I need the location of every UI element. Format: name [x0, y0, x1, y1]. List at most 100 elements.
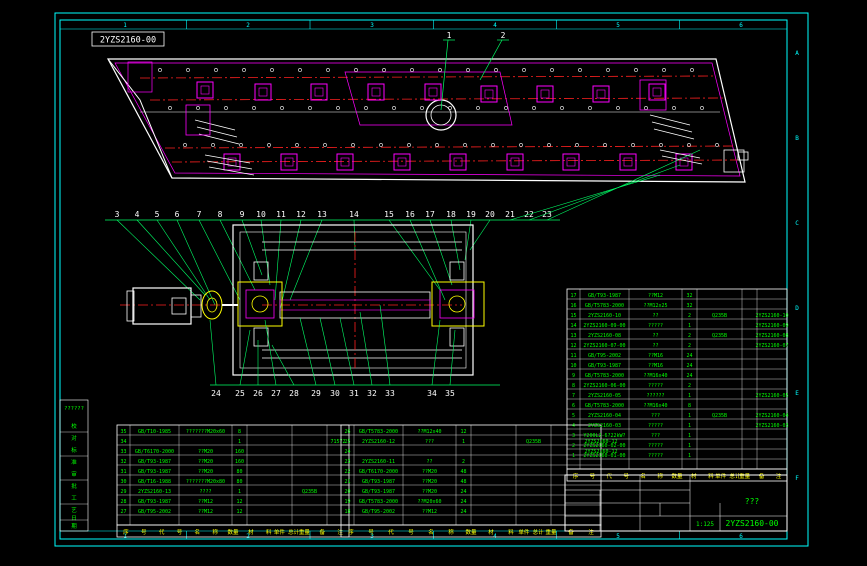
bom-cell: GB/T6170-2000	[359, 469, 398, 475]
bom-cell: GB/T5783-2000	[585, 303, 624, 309]
title-block-scale: 1:125	[696, 521, 714, 528]
bom-cell: ??M20	[198, 469, 213, 475]
fastener-hole	[476, 106, 480, 110]
clamp-block	[223, 153, 241, 171]
spring-support-right	[639, 79, 703, 165]
fastener-hole	[438, 68, 442, 72]
title-block-number: 2YZS2160-00	[726, 519, 779, 528]
bom-cell: 30	[120, 479, 126, 485]
callout-number: 32	[367, 389, 377, 398]
bom-cell: ??M12x25	[643, 303, 667, 309]
bom-header-cell: 备	[319, 528, 325, 536]
approval-stamp-label: 期	[71, 523, 77, 530]
callout-number: 34	[427, 389, 437, 398]
bom-cell: 19	[344, 499, 350, 505]
bom-header-cell: 称	[448, 528, 454, 536]
clamp-block	[449, 153, 467, 171]
bom-header-cell: 代	[607, 472, 613, 480]
callout-number: 13	[317, 210, 327, 219]
outer-frame	[54, 12, 809, 547]
bom-header-cell: 代	[388, 528, 394, 536]
fastener-hole	[242, 68, 246, 72]
callout-number: 9	[240, 210, 245, 219]
bom-cell: 1	[688, 453, 691, 459]
title-block: ??? 2YZS2160-00 1:125	[564, 474, 788, 532]
bom-cell: 18	[344, 509, 350, 515]
bom-cell: ??M20	[422, 469, 437, 475]
clamp-block	[310, 83, 328, 101]
bom-cell: ??	[426, 459, 432, 465]
bom-cell: 10	[570, 363, 576, 369]
approval-stamp-label: 校	[71, 422, 77, 430]
bom-cell: GB/T5783-2000	[585, 403, 624, 409]
grid-column-label: 4	[493, 22, 497, 29]
bom-cell: 24	[686, 353, 692, 359]
bom-cell: Y200L2-6?22kW?	[583, 433, 625, 439]
bom-cell: GB/T93-1987	[588, 363, 621, 369]
bom-cell: 1	[688, 443, 691, 449]
fastener-hole	[336, 106, 340, 110]
bom-cell: GB/T95-2002	[588, 353, 621, 359]
bom-cell: GB/T6170-2000	[135, 449, 174, 455]
bom-cell: GB/T93-1987	[362, 489, 395, 495]
approval-stamp-label: ??????	[64, 406, 84, 412]
bom-header-cell: 注	[776, 472, 782, 480]
bom-cell: ????	[199, 489, 211, 495]
clamp-block	[367, 83, 385, 101]
bom-cell: GB/T10-1985	[138, 429, 171, 435]
clamp-block	[254, 83, 272, 101]
grid-row-label: F	[795, 475, 799, 482]
fastener-hole	[448, 106, 452, 110]
bom-cell: 33	[120, 449, 126, 455]
bom-cell: 11	[570, 353, 576, 359]
drive-motor	[126, 287, 202, 325]
bom-cell: GB/T93-1987	[138, 459, 171, 465]
fastener-hole	[239, 143, 243, 147]
callout-number: 24	[211, 389, 221, 398]
callout-number: 15	[384, 210, 394, 219]
fastener-hole	[382, 68, 386, 72]
bom-cell: 8	[238, 429, 241, 435]
bolt-row-lower	[223, 153, 693, 171]
bom-cell: 22	[344, 469, 350, 475]
bom-header-cell: 单件 总计	[715, 472, 741, 480]
bom-cell: ??M20	[198, 449, 213, 455]
upper-deck-centerline	[139, 75, 716, 79]
bom-cell: 5	[572, 413, 575, 419]
bom-cell: 8	[572, 383, 575, 389]
bom-cell: ??M20	[422, 479, 437, 485]
bom-cell: Q235B	[712, 413, 727, 419]
fastener-hole	[616, 106, 620, 110]
bom-cell: GB/T5783-2000	[585, 373, 624, 379]
bom-header-cell: 注	[588, 528, 594, 536]
bom-cell: 2YZS2160-09	[755, 323, 788, 329]
fastener-hole	[631, 143, 635, 147]
fastener-hole	[364, 106, 368, 110]
callout-number: 19	[466, 210, 476, 219]
fastener-hole	[224, 106, 228, 110]
fastener-hole	[687, 143, 691, 147]
plan-frame-inner	[239, 231, 467, 369]
bom-cell: 12	[570, 343, 576, 349]
fastener-hole	[575, 143, 579, 147]
bom-cell: ??M12	[198, 509, 213, 515]
bom-cell: 2	[688, 313, 691, 319]
bom-header-cell: 数量	[227, 528, 239, 536]
lower-deck-centerline-2	[171, 159, 739, 163]
fastener-hole	[252, 106, 256, 110]
fastener-hole	[662, 68, 666, 72]
fastener-hole	[578, 68, 582, 72]
fastener-hole	[280, 106, 284, 110]
bom-cell: 9	[572, 373, 575, 379]
bom-header-cell: 材	[488, 528, 494, 536]
discharge-lip	[723, 149, 745, 173]
bom-cell: ??M12x40	[417, 429, 441, 435]
bom-cell: 2YZS2160-05	[588, 393, 621, 399]
bom-header-cell: 序	[573, 472, 579, 480]
grid-column-label: 5	[616, 22, 620, 29]
bom-cell: 2YZS2160-12	[362, 439, 395, 445]
